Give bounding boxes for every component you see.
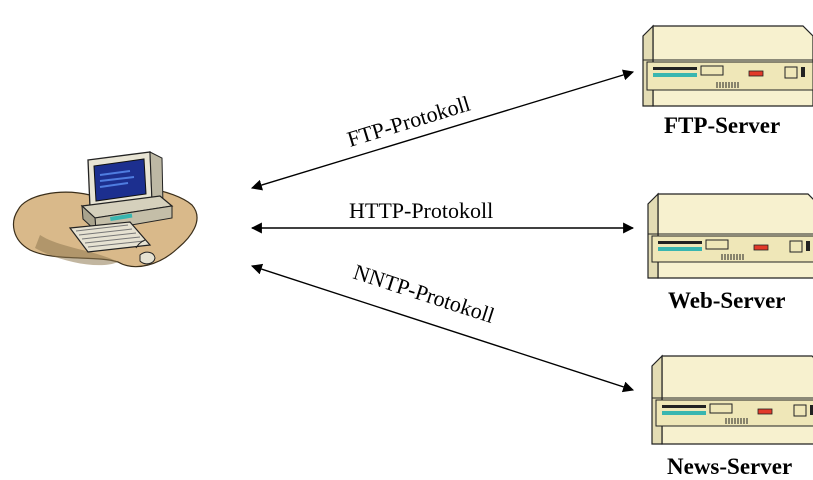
news-server-icon — [651, 354, 813, 445]
nntp-protocol-label: NNTP-Protokoll — [350, 259, 497, 328]
ftp-arrow — [250, 69, 635, 191]
ftp-server-icon — [642, 24, 813, 107]
web-server-label: Web-Server — [668, 288, 786, 313]
nntp-arrow — [250, 263, 635, 393]
ftp-server-label: FTP-Server — [664, 113, 780, 138]
client-computer-icon — [12, 151, 198, 268]
ftp-protocol-label: FTP-Protokoll — [344, 91, 473, 152]
web-server-icon — [647, 192, 813, 279]
news-server-label: News-Server — [667, 454, 792, 479]
http-protocol-label: HTTP-Protokoll — [349, 198, 493, 223]
